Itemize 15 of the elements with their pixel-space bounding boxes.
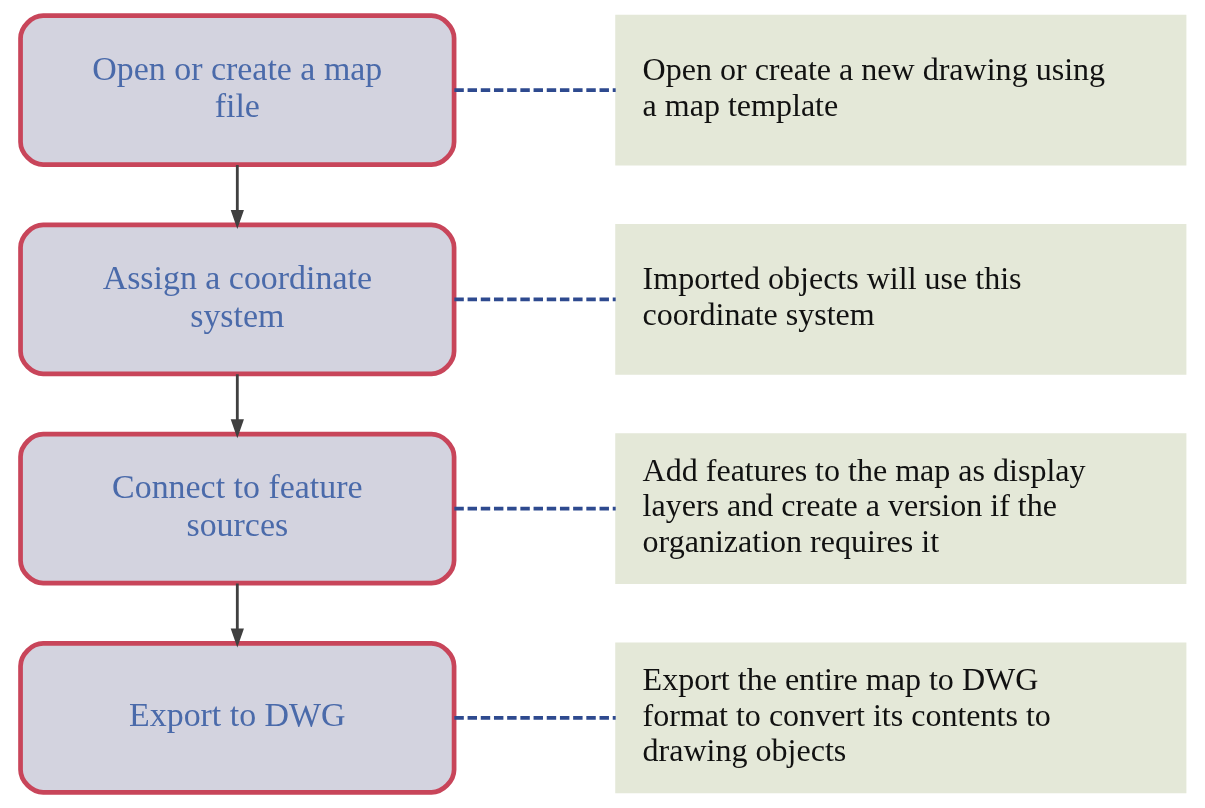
arrow xyxy=(230,165,244,229)
node-box: Export the entire map to DWG format to convert its contents to drawing objects xyxy=(614,642,1186,794)
node-box: Open or create a map file xyxy=(17,13,456,167)
connector xyxy=(453,506,616,511)
node-box: Export to DWG xyxy=(17,641,456,795)
connector xyxy=(453,297,616,302)
connector xyxy=(453,88,616,93)
arrow xyxy=(230,374,244,439)
node-box: Connect to feature sources xyxy=(17,431,456,586)
node-box: Add features to the map as display layers and create a version if the organization requires it xyxy=(614,433,1186,584)
node-box: Open or create a new drawing using a map template xyxy=(614,14,1186,166)
connector xyxy=(453,715,616,720)
node-box: Imported objects will use this coordinate system xyxy=(614,224,1186,375)
node-box: Assign a coordinate system xyxy=(17,222,456,377)
arrow xyxy=(230,583,244,648)
